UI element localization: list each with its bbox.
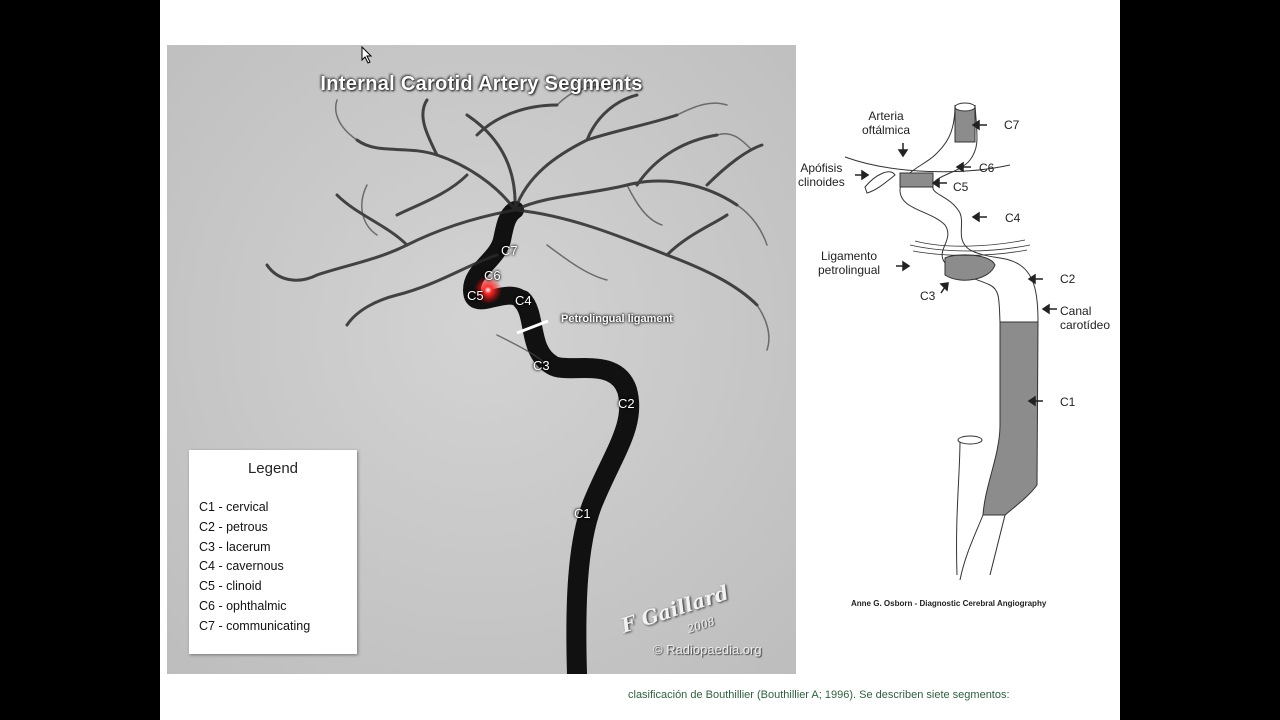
label-canal-carotideo: Canal carotídeo [1060,304,1111,332]
segment-label-c3: C3 [533,358,550,373]
angiogram-image: Internal Carotid Artery Segments C7 C6 C… [167,45,796,674]
label-c4: C4 [1005,211,1021,225]
legend-list: C1 - cervical C2 - petrous C3 - lacerum … [199,498,310,637]
angiogram-title: Internal Carotid Artery Segments [320,73,643,95]
segment-label-c4: C4 [515,293,532,308]
slide-caption: clasificación de Bouthillier (Bouthillie… [628,689,1010,701]
label-c5: C5 [953,180,969,194]
label-c7: C7 [1004,118,1020,132]
segment-label-c5: C5 [467,288,484,303]
legend-title: Legend [247,460,299,477]
legend-item: C3 - lacerum [199,539,271,554]
label-c3: C3 [920,289,936,303]
label-ligamento-petrolingual: Ligamento petrolingual [818,249,881,277]
legend-item: C5 - clinoid [199,579,262,594]
segment-label-c7: C7 [501,243,518,258]
mouse-cursor-icon [361,46,373,64]
legend-item: C1 - cervical [199,500,269,514]
copyright-notice: © Radiopaedia.org [653,642,762,657]
segment-label-c1: C1 [574,506,591,521]
label-c1: C1 [1060,395,1076,409]
legend-item: C6 - ophthalmic [199,598,287,613]
label-c6: C6 [979,161,995,175]
ica-schematic-diagram [844,102,1057,581]
petrolingual-ligament-label: Petrolingual ligament [561,313,673,325]
label-c2: C2 [1060,272,1076,286]
legend-item: C4 - cavernous [199,559,284,574]
label-apofisis-clinoides: Apófisis clinoides [798,161,845,189]
diagram-credit: Anne G. Osborn - Diagnostic Cerebral Ang… [851,599,1047,608]
legend-item: C7 - communicating [199,618,311,633]
segment-label-c2: C2 [618,396,635,411]
legend-box: Legend C1 - cervical C2 - petrous C3 - l… [189,450,357,654]
legend-item: C2 - petrous [199,519,268,534]
segment-label-c6: C6 [484,268,501,283]
label-arteria-oftalmica: Arteria oftálmica [861,109,911,137]
